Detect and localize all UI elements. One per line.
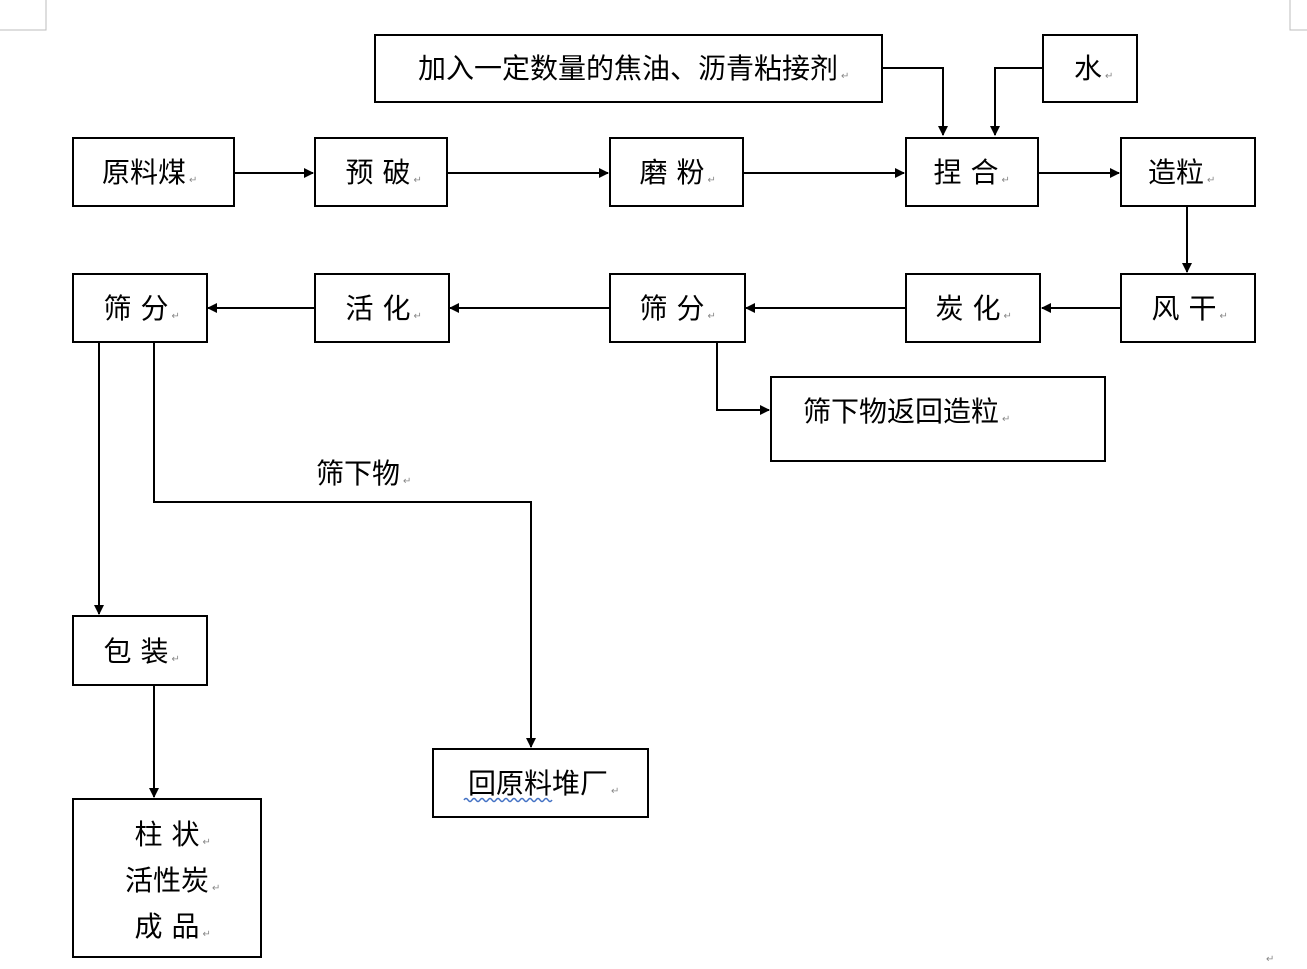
node-carbonize-label: 炭 化 xyxy=(936,292,1001,325)
paragraph-mark-icon: ↵ xyxy=(189,175,197,186)
node-sieve-1-label: 筛 分 xyxy=(640,292,705,325)
paragraph-mark-icon: ↵ xyxy=(414,175,422,186)
node-granulate: 造粒 xyxy=(1120,137,1256,207)
paragraph-mark-icon: ↵ xyxy=(1002,414,1010,425)
node-carbonize: 炭 化 xyxy=(905,273,1041,343)
node-grind-label: 磨 粉 xyxy=(640,156,705,189)
node-return-granulate-label: 筛下物返回造粒 xyxy=(803,395,999,428)
node-sieve-2-label: 筛 分 xyxy=(104,292,169,325)
node-return-yard-label: 回原料堆厂 xyxy=(468,767,608,800)
paragraph-mark-icon: ↵ xyxy=(708,311,716,322)
node-air-dry-label: 风 干 xyxy=(1152,292,1217,325)
node-sieve-1: 筛 分 xyxy=(609,273,746,343)
paragraph-mark-icon: ↵ xyxy=(1105,71,1113,82)
edge-water-to-knead xyxy=(990,67,1042,136)
paragraph-mark-icon: ↵ xyxy=(1207,175,1215,186)
paragraph-mark-icon: ↵ xyxy=(172,311,180,322)
paragraph-mark-icon: ↵ xyxy=(708,175,716,186)
node-air-dry: 风 干 xyxy=(1120,273,1256,343)
paragraph-mark-icon: ↵ xyxy=(1004,311,1012,322)
node-return-granulate: 筛下物返回造粒 xyxy=(770,376,1106,462)
node-binder: 加入一定数量的焦油、沥青粘接剂 xyxy=(374,34,883,103)
paragraph-mark-icon: ↵ xyxy=(172,654,180,665)
node-package-label: 包 装 xyxy=(104,635,169,668)
page-crop-marks xyxy=(0,0,1307,31)
edge-sieve-2-to-return-yard xyxy=(153,342,536,748)
node-package: 包 装 xyxy=(72,615,208,686)
node-activate-label: 活 化 xyxy=(346,292,411,325)
paragraph-marks: ↵ ↵ ↵ ↵ ↵ ↵ ↵ ↵ ↵ ↵ ↵ ↵ ↵ ↵ ↵ ↵ ↵ ↵ ↵ ↵ xyxy=(172,71,1275,965)
paragraph-mark-icon: ↵ xyxy=(414,311,422,322)
paragraph-mark-icon: ↵ xyxy=(203,837,211,848)
node-knead-label: 捏 合 xyxy=(934,156,999,189)
paragraph-mark-icon: ↵ xyxy=(1220,311,1228,322)
paragraph-mark-icon: ↵ xyxy=(203,929,211,940)
node-product: 柱 状 活性炭 成 品 xyxy=(72,798,262,958)
process-nodes: 加入一定数量的焦油、沥青粘接剂 水 原料煤 预 破 磨 粉 捏 合 造粒 风 xyxy=(72,34,1256,958)
node-sieve-2: 筛 分 xyxy=(72,273,208,343)
node-raw-coal-label: 原料煤 xyxy=(102,156,186,189)
node-product-label-line-3: 成 品 xyxy=(135,910,200,943)
connectors xyxy=(94,67,1192,798)
node-grind: 磨 粉 xyxy=(609,137,744,207)
node-pre-crush-label: 预 破 xyxy=(346,156,411,189)
paragraph-mark-icon: ↵ xyxy=(1002,175,1010,186)
node-product-label-line-1: 柱 状 xyxy=(135,818,200,851)
paragraph-mark-icon: ↵ xyxy=(1266,954,1274,965)
node-return-yard: 回原料堆厂 xyxy=(432,748,649,818)
node-water: 水 xyxy=(1042,34,1138,103)
spellcheck-underline xyxy=(463,797,553,803)
node-pre-crush: 预 破 xyxy=(314,137,448,207)
node-binder-label: 加入一定数量的焦油、沥青粘接剂 xyxy=(418,52,838,85)
node-granulate-label: 造粒 xyxy=(1148,156,1204,189)
edge-binder-to-knead xyxy=(882,67,948,136)
node-activate: 活 化 xyxy=(314,273,450,343)
edge-sieve-1-to-return-granulate xyxy=(716,342,770,415)
edge-label-undersize: 筛下物 xyxy=(316,457,400,490)
paragraph-mark-icon: ↵ xyxy=(212,883,220,894)
paragraph-mark-icon: ↵ xyxy=(403,476,411,487)
node-product-label-line-2: 活性炭 xyxy=(125,864,209,897)
node-water-label: 水 xyxy=(1074,52,1102,85)
paragraph-mark-icon: ↵ xyxy=(611,786,619,797)
node-knead: 捏 合 xyxy=(905,137,1039,207)
paragraph-mark-icon: ↵ xyxy=(841,71,849,82)
node-raw-coal: 原料煤 xyxy=(72,137,235,207)
